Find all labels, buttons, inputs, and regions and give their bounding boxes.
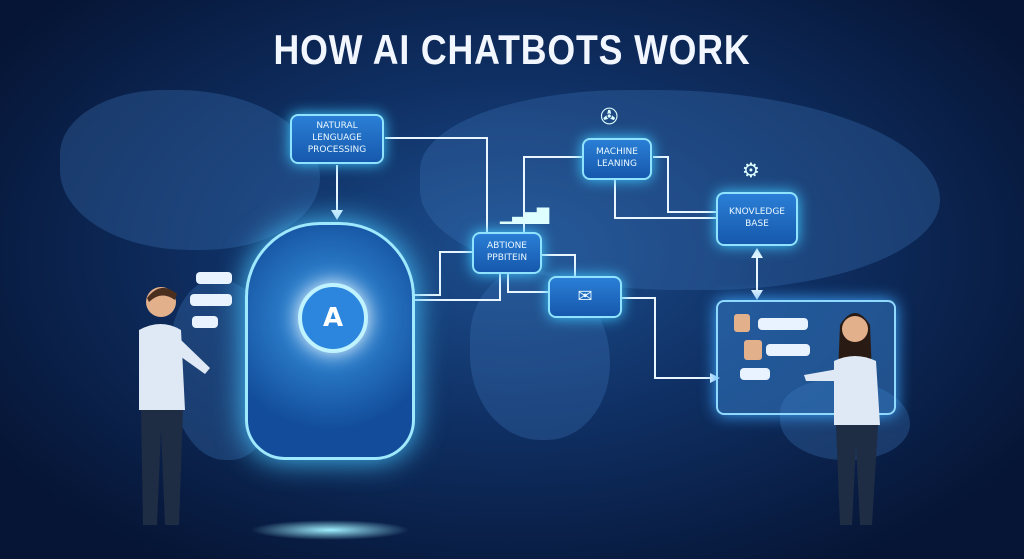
node-natural-language-processing: Natural Lenguage Processing	[290, 114, 384, 164]
node-label: Natural Lenguage Processing	[307, 121, 367, 155]
chat-bubble	[758, 318, 808, 330]
robot-label: A	[322, 303, 344, 333]
chat-bubble	[196, 272, 232, 284]
node-label: Abtione Ppbitein	[486, 241, 528, 263]
floor-glow	[250, 520, 410, 540]
film-reel-icon: ✇	[600, 105, 619, 130]
nlp-to-ab-line	[385, 137, 488, 235]
node-knowledge-base: Knovledge Base	[716, 192, 798, 246]
node-label: Knovledge Base	[728, 207, 785, 229]
envelope-to-screen-arrow	[622, 297, 712, 379]
chat-bubble	[190, 294, 232, 306]
node-abtione-ppbitein: Abtione Ppbitein	[472, 232, 542, 274]
avatar	[734, 314, 750, 332]
node-machine-learning: Machine Leaning	[582, 138, 652, 180]
node-label: Machine Leaning	[596, 147, 638, 169]
robot-icon: ⚙	[742, 158, 760, 182]
envelope-icon: ✉	[548, 276, 622, 318]
chat-bubble	[740, 368, 770, 380]
chat-bubble	[766, 344, 810, 356]
chart-icon: ▁▃▅▇	[500, 205, 550, 224]
page-title: HOW AI CHATBOTS WORK	[273, 26, 751, 73]
robot-to-ab-line	[410, 251, 472, 296]
ab-to-ml-line	[523, 156, 582, 232]
chatbot-robot: A	[245, 222, 415, 460]
chat-bubble	[192, 316, 218, 328]
ml-to-kb-line	[653, 156, 716, 213]
woman-user-figure	[804, 313, 880, 525]
ai-core: A	[298, 283, 368, 353]
man-user-figure	[139, 287, 210, 525]
avatar	[744, 340, 762, 360]
world-map-north-america	[60, 90, 320, 250]
